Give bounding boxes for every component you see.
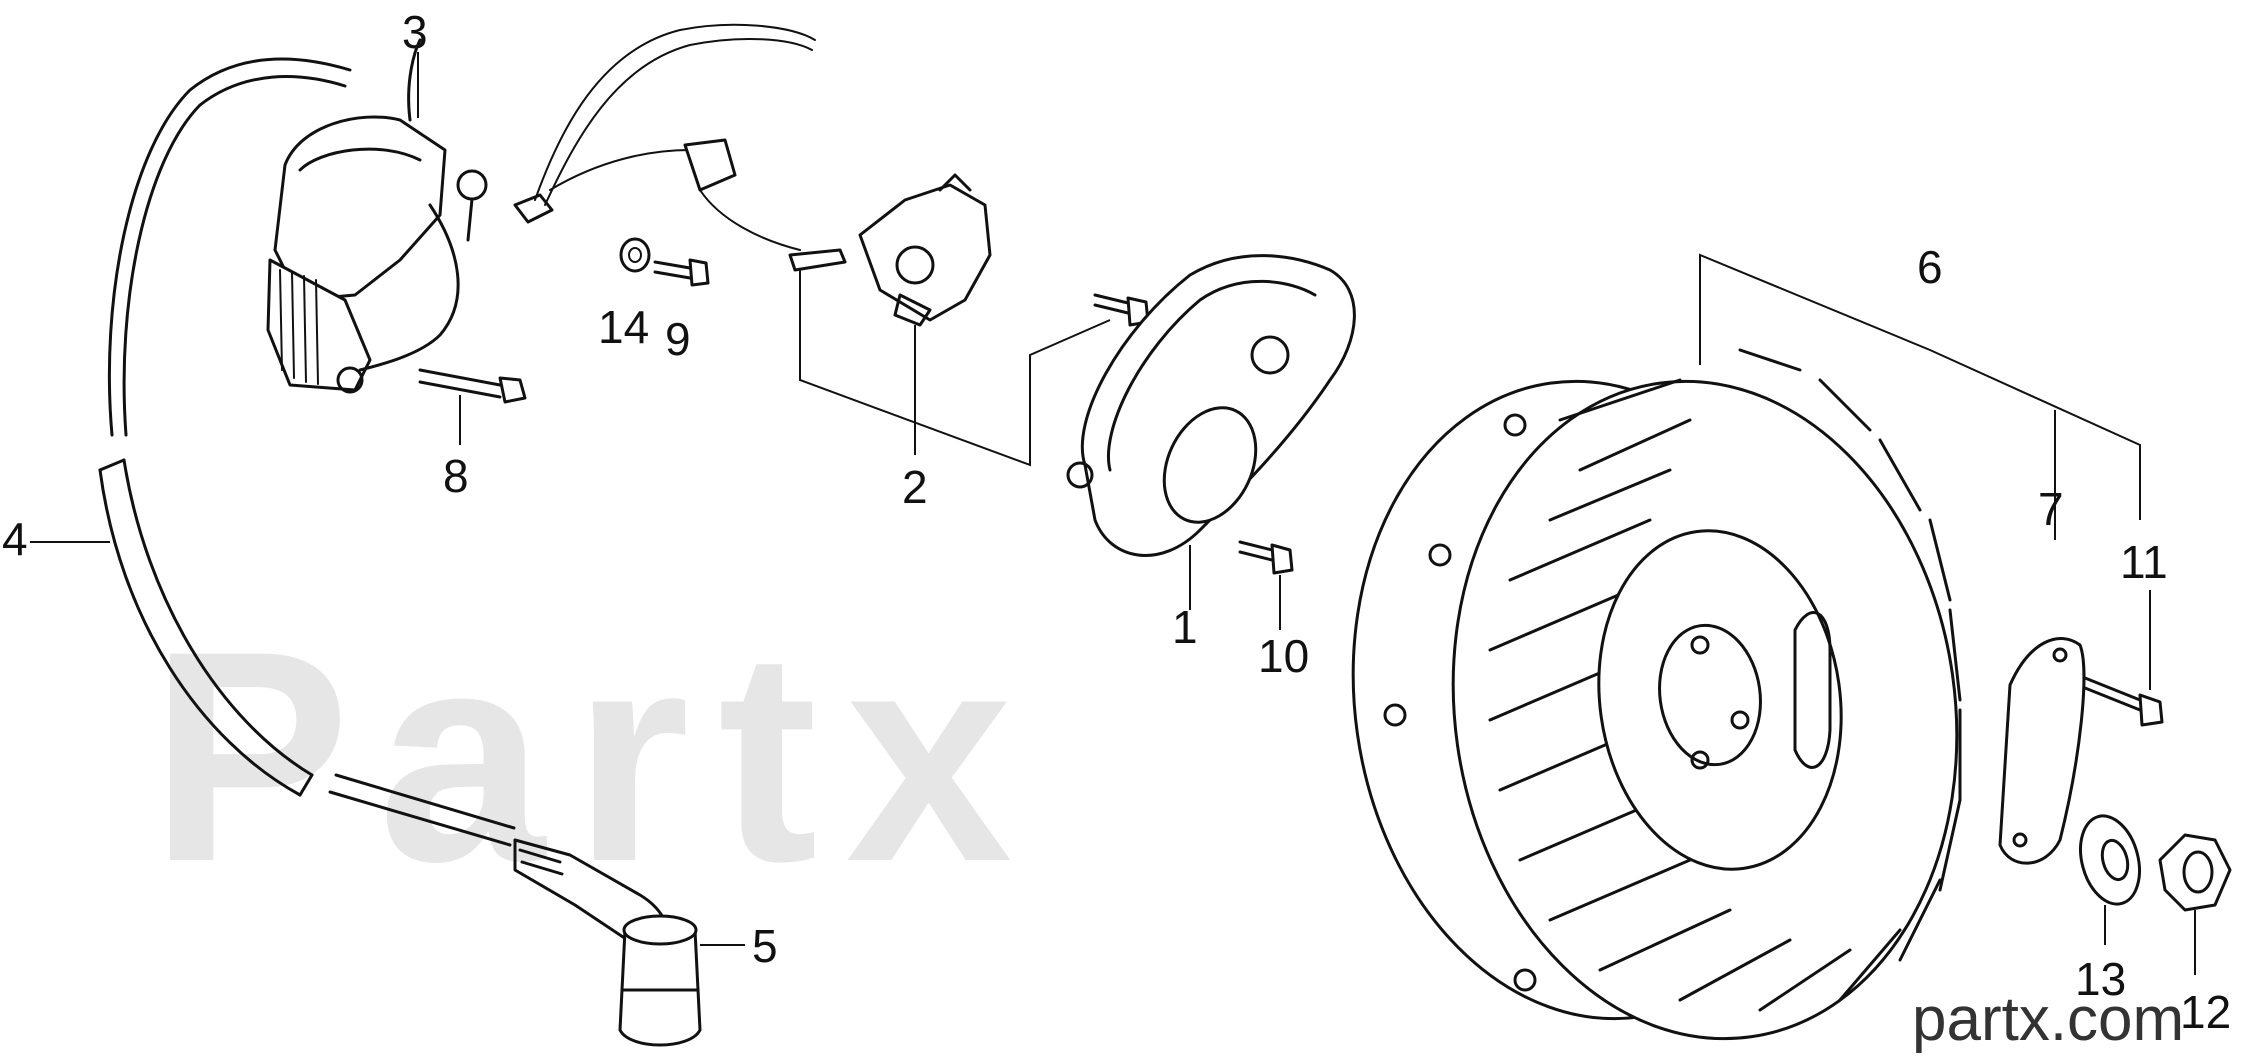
callout-11: 11 bbox=[2120, 536, 2168, 588]
callout-4: 4 bbox=[2, 513, 28, 565]
contact-breaker bbox=[858, 173, 992, 455]
flywheel bbox=[1351, 348, 1962, 1041]
flywheel-washer bbox=[2079, 814, 2141, 945]
cover-bolt bbox=[1238, 540, 1294, 630]
high-tension-cord bbox=[98, 57, 516, 847]
callout-10: 10 bbox=[1258, 630, 1309, 682]
flywheel-nut bbox=[2158, 833, 2232, 975]
plate bbox=[1998, 637, 2086, 865]
washer bbox=[619, 237, 651, 273]
bracket-leader bbox=[799, 270, 1111, 467]
breaker-cover bbox=[1066, 254, 1356, 610]
callout-1: 1 bbox=[1172, 601, 1198, 653]
callout-7: 7 bbox=[2038, 483, 2064, 535]
spark-plug-cap bbox=[513, 838, 702, 1047]
plate-bolt bbox=[2083, 590, 2164, 727]
ignition-coil bbox=[266, 38, 488, 394]
callout-3: 3 bbox=[402, 6, 428, 58]
callout-14: 14 bbox=[598, 301, 649, 353]
watermark-text: Partx bbox=[150, 588, 1040, 924]
flywheel-leader bbox=[1699, 253, 2141, 520]
ignition-wires bbox=[513, 23, 847, 272]
callout-5: 5 bbox=[752, 920, 778, 972]
cover-screw bbox=[1093, 293, 1150, 327]
brand-text: partx.com bbox=[1912, 985, 2184, 1054]
screw bbox=[653, 258, 710, 287]
coil-bolt bbox=[418, 368, 527, 445]
callout-8: 8 bbox=[443, 450, 469, 502]
callout-6: 6 bbox=[1917, 241, 1943, 293]
callout-12: 12 bbox=[2180, 986, 2231, 1038]
callout-13: 13 bbox=[2075, 953, 2126, 1005]
callout-2: 2 bbox=[902, 461, 928, 513]
callout-9: 9 bbox=[665, 313, 691, 365]
